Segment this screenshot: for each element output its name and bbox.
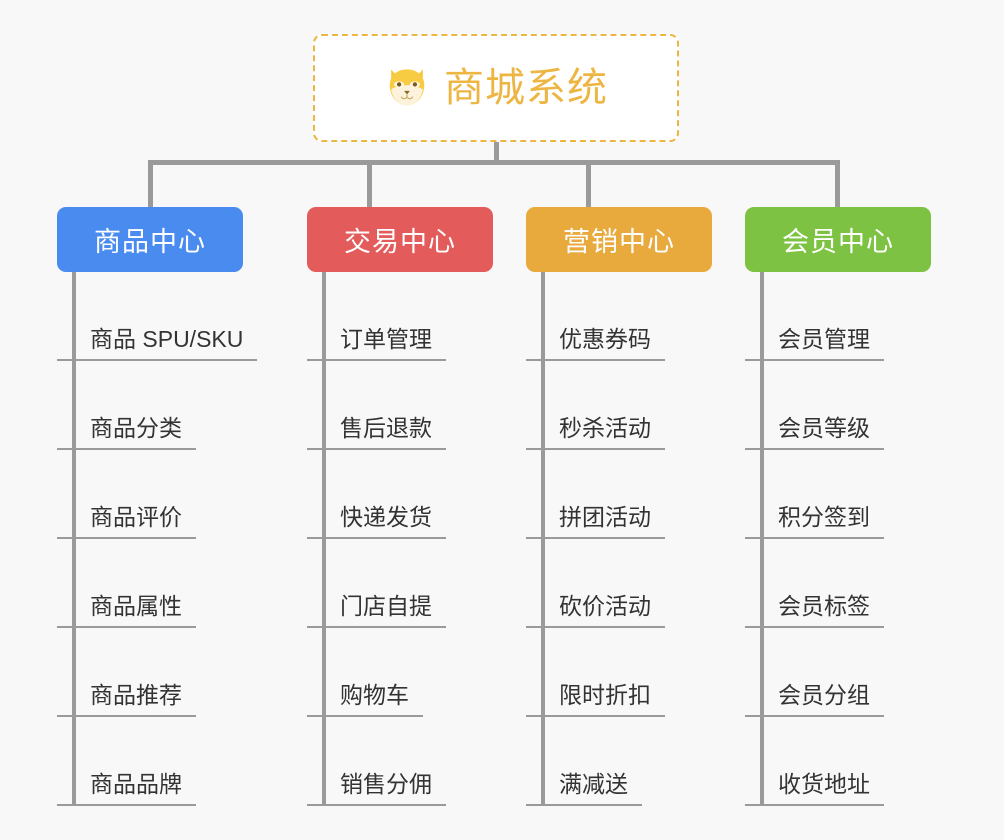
- leaf-list-4: 会员管理 会员等级 积分签到 会员标签 会员分组 收货地址: [745, 272, 931, 806]
- leaf-label: 限时折扣: [526, 681, 665, 717]
- branch-column-3: 营销中心 优惠券码 秒杀活动 拼团活动 砍价活动 限时折扣 满减送: [526, 207, 712, 806]
- leaf-item[interactable]: 商品品牌: [57, 717, 243, 806]
- leaf-label: 商品推荐: [57, 681, 196, 717]
- leaf-label: 商品 SPU/SKU: [57, 325, 258, 361]
- leaf-item[interactable]: 售后退款: [307, 361, 493, 450]
- leaf-list-3: 优惠券码 秒杀活动 拼团活动 砍价活动 限时折扣 满减送: [526, 272, 712, 806]
- leaf-item[interactable]: 销售分佣: [307, 717, 493, 806]
- leaf-label: 商品分类: [57, 414, 196, 450]
- branch-header-3[interactable]: 营销中心: [526, 207, 712, 272]
- leaf-item[interactable]: 积分签到: [745, 450, 931, 539]
- branch-column-2: 交易中心 订单管理 售后退款 快递发货 门店自提 购物车 销售分佣: [307, 207, 493, 806]
- leaf-item[interactable]: 会员等级: [745, 361, 931, 450]
- leaf-item[interactable]: 商品评价: [57, 450, 243, 539]
- branch-column-4: 会员中心 会员管理 会员等级 积分签到 会员标签 会员分组 收货地址: [745, 207, 931, 806]
- branch-trunk-4: [760, 272, 764, 806]
- leaf-item[interactable]: 满减送: [526, 717, 712, 806]
- leaf-label: 优惠券码: [526, 325, 665, 361]
- leaf-label: 会员等级: [745, 414, 884, 450]
- leaf-item[interactable]: 快递发货: [307, 450, 493, 539]
- branch-column-1: 商品中心 商品 SPU/SKU 商品分类 商品评价 商品属性 商品推荐 商品品牌: [57, 207, 258, 806]
- leaf-item[interactable]: 限时折扣: [526, 628, 712, 717]
- leaf-item[interactable]: 砍价活动: [526, 539, 712, 628]
- leaf-item[interactable]: 秒杀活动: [526, 361, 712, 450]
- leaf-label: 会员分组: [745, 681, 884, 717]
- leaf-label: 拼团活动: [526, 503, 665, 539]
- leaf-label: 砍价活动: [526, 592, 665, 628]
- connector-drop-4: [835, 160, 840, 208]
- connector-drop-3: [586, 160, 591, 208]
- connector-root-stub: [494, 142, 499, 163]
- leaf-label: 收货地址: [745, 770, 884, 806]
- branch-header-2[interactable]: 交易中心: [307, 207, 493, 272]
- connector-drop-2: [367, 160, 372, 208]
- connector-bus: [148, 160, 840, 165]
- branch-trunk-1: [72, 272, 76, 806]
- leaf-label: 销售分佣: [307, 770, 446, 806]
- shiba-dog-icon: [389, 69, 425, 106]
- leaf-label: 会员标签: [745, 592, 884, 628]
- leaf-item[interactable]: 订单管理: [307, 272, 493, 361]
- root-node[interactable]: 商城系统: [313, 34, 679, 142]
- branch-trunk-3: [541, 272, 545, 806]
- leaf-list-2: 订单管理 售后退款 快递发货 门店自提 购物车 销售分佣: [307, 272, 493, 806]
- leaf-item[interactable]: 购物车: [307, 628, 493, 717]
- leaf-item[interactable]: 商品 SPU/SKU: [57, 272, 258, 361]
- root-title: 商城系统: [444, 66, 608, 110]
- leaf-item[interactable]: 门店自提: [307, 539, 493, 628]
- branch-header-1[interactable]: 商品中心: [57, 207, 243, 272]
- connector-drop-1: [148, 160, 153, 208]
- leaf-label: 商品品牌: [57, 770, 196, 806]
- leaf-item[interactable]: 商品属性: [57, 539, 243, 628]
- leaf-label: 商品属性: [57, 592, 196, 628]
- leaf-label: 会员管理: [745, 325, 884, 361]
- leaf-item[interactable]: 收货地址: [745, 717, 931, 806]
- leaf-item[interactable]: 商品分类: [57, 361, 243, 450]
- leaf-list-1: 商品 SPU/SKU 商品分类 商品评价 商品属性 商品推荐 商品品牌: [57, 272, 258, 806]
- leaf-label: 满减送: [526, 770, 642, 806]
- leaf-label: 售后退款: [307, 414, 446, 450]
- branch-trunk-2: [322, 272, 326, 806]
- leaf-label: 快递发货: [307, 503, 446, 539]
- leaf-item[interactable]: 商品推荐: [57, 628, 243, 717]
- leaf-item[interactable]: 会员分组: [745, 628, 931, 717]
- leaf-label: 商品评价: [57, 503, 196, 539]
- leaf-item[interactable]: 会员标签: [745, 539, 931, 628]
- leaf-label: 订单管理: [307, 325, 446, 361]
- leaf-label: 门店自提: [307, 592, 446, 628]
- leaf-item[interactable]: 拼团活动: [526, 450, 712, 539]
- leaf-item[interactable]: 会员管理: [745, 272, 931, 361]
- leaf-label: 积分签到: [745, 503, 884, 539]
- leaf-item[interactable]: 优惠券码: [526, 272, 712, 361]
- leaf-label: 购物车: [307, 681, 423, 717]
- branch-header-4[interactable]: 会员中心: [745, 207, 931, 272]
- leaf-label: 秒杀活动: [526, 414, 665, 450]
